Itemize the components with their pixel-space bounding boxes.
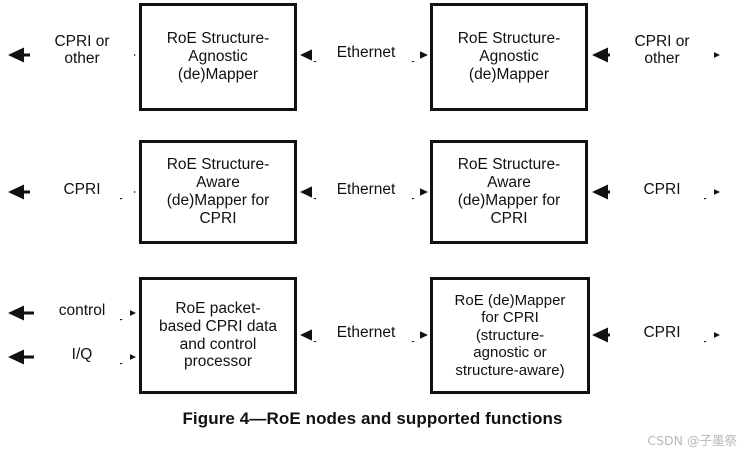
arrow-label-row1-left: CPRI or other <box>30 33 134 68</box>
node-label-row2-left: RoE Structure- Aware (de)Mapper for CPRI <box>166 156 270 227</box>
arrow-label-row2-right: CPRI <box>610 181 714 199</box>
arrow-label-row3-right: CPRI <box>610 324 714 342</box>
arrow-label-row3-iq: I/Q <box>34 346 130 364</box>
node-label-row2-right: RoE Structure- Aware (de)Mapper for CPRI <box>457 156 561 227</box>
arrow-label-row2-left: CPRI <box>30 181 134 199</box>
arrow-label-row1-right: CPRI or other <box>610 33 714 68</box>
figure-caption: Figure 4—RoE nodes and supported functio… <box>182 409 563 428</box>
node-label-row3-left: RoE packet- based CPRI data and control … <box>158 299 278 371</box>
node-label-row1-right: RoE Structure- Agnostic (de)Mapper <box>457 30 561 83</box>
node-box-row2-left[interactable]: RoE Structure- Aware (de)Mapper for CPRI <box>139 140 297 244</box>
node-box-row3-right[interactable]: RoE (de)Mapper for CPRI (structure- agno… <box>430 277 590 394</box>
arrow-label-row3-control: control <box>34 302 130 320</box>
arrow-label-row1-middle: Ethernet <box>312 44 420 62</box>
watermark: CSDN @子墨祭 <box>647 433 737 448</box>
node-label-row1-left: RoE Structure- Agnostic (de)Mapper <box>166 30 270 83</box>
node-box-row3-left[interactable]: RoE packet- based CPRI data and control … <box>139 277 297 394</box>
node-box-row2-right[interactable]: RoE Structure- Aware (de)Mapper for CPRI <box>430 140 588 244</box>
node-box-row1-right[interactable]: RoE Structure- Agnostic (de)Mapper <box>430 3 588 111</box>
arrow-label-row3-middle: Ethernet <box>312 324 420 342</box>
node-label-row3-right: RoE (de)Mapper for CPRI (structure- agno… <box>454 292 566 379</box>
arrow-label-row2-middle: Ethernet <box>312 181 420 199</box>
node-box-row1-left[interactable]: RoE Structure- Agnostic (de)Mapper <box>139 3 297 111</box>
